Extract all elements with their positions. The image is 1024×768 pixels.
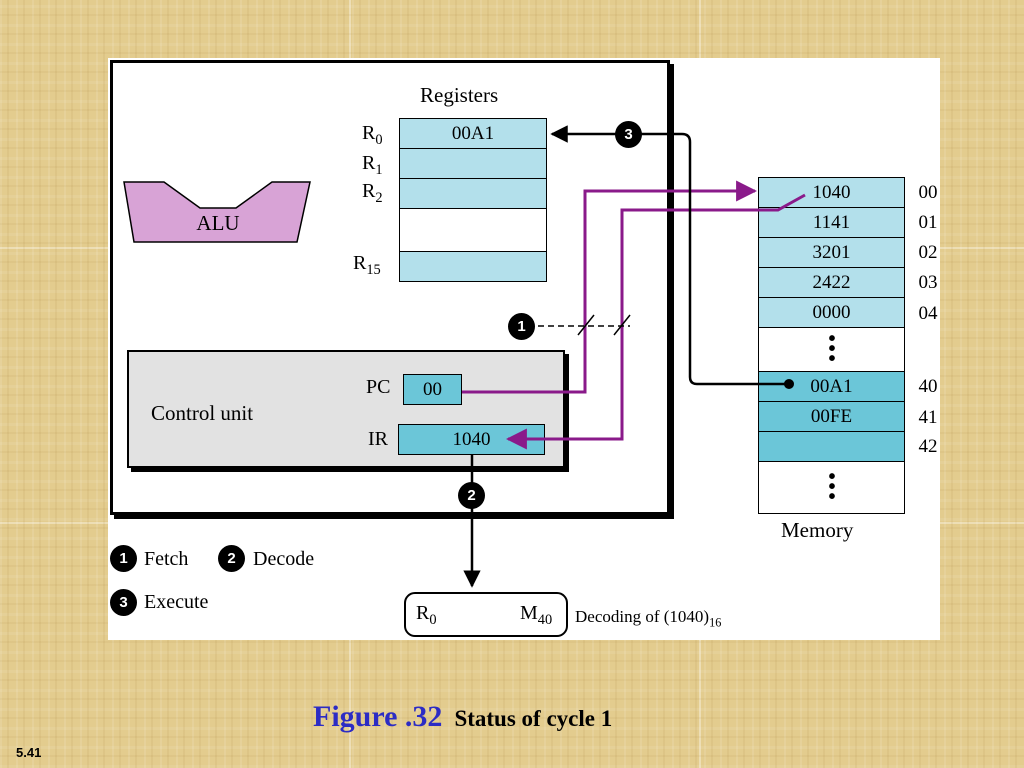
alu-shape: [123, 181, 311, 243]
memory-to-ir-arrow: [505, 193, 806, 450]
memory-address-42: 42: [918, 436, 938, 457]
figure-title: Status of cycle 1: [454, 706, 613, 731]
pc-to-memory-arrow: [462, 180, 758, 394]
alu-label: ALU: [196, 211, 240, 235]
legend-step-1-badge: 1: [110, 545, 137, 572]
memory-address-02: 02: [918, 242, 938, 263]
memory-address-03: 03: [918, 272, 938, 293]
execute-arrow: [550, 125, 789, 386]
memory-ellipsis-upper: •••: [828, 328, 836, 370]
decode-target-register: R0: [416, 602, 437, 629]
ir-label: IR: [368, 428, 388, 450]
memory-gap-upper: [758, 327, 905, 372]
memory-address-01: 01: [918, 212, 938, 233]
control-unit-title: Control unit: [151, 401, 254, 425]
pc-register: 00: [403, 374, 462, 405]
register-r0-label: R0: [362, 122, 383, 149]
register-r0: 00A1: [399, 118, 547, 149]
figure-number: Figure .32: [313, 700, 443, 733]
memory-address-41: 41: [918, 407, 938, 428]
legend-fetch-label: Fetch: [144, 548, 189, 570]
memory-address-04: 04: [918, 303, 938, 324]
registers-title: Registers: [420, 83, 499, 107]
memory-cell-42: [758, 431, 905, 462]
register-r15-label: R15: [353, 252, 381, 279]
legend-step-3-badge: 3: [110, 589, 137, 616]
slide-number: 5.41: [16, 745, 42, 760]
legend-step-2-badge: 2: [218, 545, 245, 572]
memory-title: Memory: [781, 518, 854, 542]
bus-slash-2: [613, 314, 631, 336]
memory-cell-04: 0000: [758, 297, 905, 328]
pc-label: PC: [366, 376, 391, 398]
register-r1-label: R1: [362, 152, 383, 179]
legend-execute-label: Execute: [144, 591, 209, 613]
step-3-badge: 3: [615, 121, 642, 148]
step-1-badge: 1: [508, 313, 535, 340]
memory-address-40: 40: [918, 376, 938, 397]
register-r2-label: R2: [362, 180, 383, 207]
decode-source-memory: M40: [520, 602, 553, 629]
figure-caption: Figure .32 Status of cycle 1: [313, 700, 612, 734]
decoding-caption: Decoding of (1040)16: [575, 607, 722, 630]
memory-ellipsis-lower: •••: [828, 466, 836, 508]
memory-gap-lower: [758, 461, 905, 514]
memory-cell-40: 00A1: [758, 371, 905, 402]
register-r15: [399, 251, 547, 282]
memory-address-00: 00: [918, 182, 938, 203]
decoding-box: [404, 592, 568, 637]
memory-cell-03: 2422: [758, 267, 905, 298]
legend-decode-label: Decode: [253, 548, 315, 570]
bus-slash-1: [577, 314, 595, 336]
step-2-badge: 2: [458, 482, 485, 509]
memory-cell-41: 00FE: [758, 401, 905, 432]
